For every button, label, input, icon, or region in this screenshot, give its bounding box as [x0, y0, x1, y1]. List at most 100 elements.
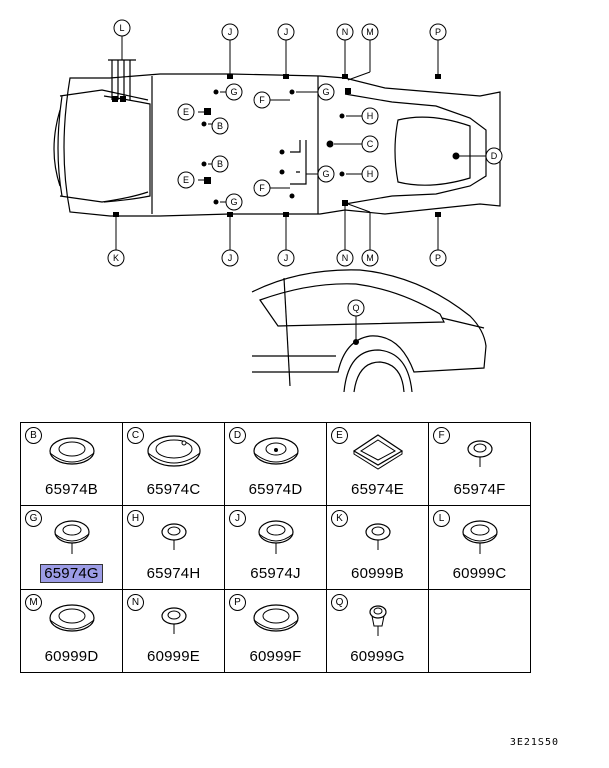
callout-l-top: L: [119, 23, 124, 33]
front-section-line: [53, 95, 151, 203]
callout-d: D: [491, 151, 498, 161]
part-number: 65974G: [21, 563, 122, 583]
part-letter-badge: H: [127, 510, 144, 528]
part-cell[interactable]: N 60999E: [122, 588, 225, 674]
part-letter-badge: J: [229, 510, 246, 528]
grommet-small-icon: [365, 523, 391, 551]
part-number: 60999G: [350, 648, 405, 665]
callout-g-upper-left: G: [230, 87, 237, 97]
side-body-outline: [251, 269, 487, 373]
callout-g-lower-left: G: [230, 197, 237, 207]
part-cell[interactable]: E 65974E: [326, 421, 429, 507]
callout-m-top: M: [366, 27, 374, 37]
part-number: 65974D: [248, 481, 303, 499]
part-letter-badge: N: [127, 593, 144, 611]
part-number: 60999C: [452, 564, 507, 582]
grommet-wide-icon: [253, 604, 299, 632]
part-cell[interactable]: K 60999B: [326, 505, 429, 590]
part-cell[interactable]: P 60999F: [224, 588, 327, 674]
callout-h-upper: H: [367, 111, 374, 121]
part-cell[interactable]: C 65974C: [122, 421, 225, 507]
part-number: 60999B: [351, 564, 404, 582]
side-window-line: [259, 283, 445, 327]
callout-q: Q: [352, 303, 359, 313]
part-number: 65974J: [250, 564, 301, 582]
part-number: 65974F: [453, 481, 506, 499]
part-cell[interactable]: J 65974J: [224, 505, 327, 590]
callout-j-bottom-right: J: [284, 253, 289, 263]
callout-f-lower: F: [259, 183, 265, 193]
part-letter-badge: D: [229, 427, 246, 444]
part-cell[interactable]: M 60999D: [20, 588, 123, 674]
callout-j-bottom-left: J: [228, 253, 233, 263]
grommet-small-icon: [161, 607, 187, 634]
part-letter-badge: Q: [331, 593, 348, 611]
grommet-small-icon: [467, 440, 493, 467]
part-cell[interactable]: B 65974B: [20, 421, 123, 507]
part-letter-badge: G: [25, 510, 42, 528]
part-letter-badge: C: [127, 427, 144, 444]
part-cell[interactable]: L 60999C: [428, 505, 531, 590]
part-cell[interactable]: F 65974F: [428, 421, 531, 507]
callout-c: C: [367, 139, 374, 149]
floor-tunnel-bracket: [290, 140, 307, 185]
callout-e-upper: E: [183, 107, 189, 117]
side-door-line: [283, 277, 291, 387]
callout-k: K: [113, 253, 119, 263]
trunk-lid: [441, 317, 485, 329]
part-number: 65974B: [45, 481, 98, 499]
grommet-domed-icon: [253, 437, 299, 465]
callout-p-top: P: [435, 27, 441, 37]
underbody-outline: [63, 73, 501, 217]
grommet-wide-icon: [49, 604, 95, 632]
callout-n-top: N: [342, 27, 349, 37]
front-harness: [108, 59, 136, 100]
empty-cell: [428, 588, 531, 674]
callout-g-upper-right: G: [322, 87, 329, 97]
part-number: 65974C: [146, 481, 201, 499]
part-letter-badge: B: [25, 427, 42, 444]
rear-wheel-arch-inner: [353, 361, 405, 393]
part-cell[interactable]: H 65974H: [122, 505, 225, 590]
callout-g-lower-right: G: [322, 169, 329, 179]
part-letter-badge: P: [229, 593, 246, 611]
part-number: 65974E: [351, 481, 404, 499]
rear-floor-contour: [344, 93, 487, 205]
grommet-wide-icon: [49, 437, 95, 465]
callout-b-upper: B: [217, 121, 223, 131]
plug-large-icon: [147, 435, 201, 467]
rear-wheel-arch: [343, 349, 413, 393]
part-letter-badge: E: [331, 427, 348, 444]
grommet-small-icon: [161, 523, 187, 551]
callout-f-upper: F: [259, 95, 265, 105]
parts-row: B 65974B C 65974C D 65974D E 65974E F 65974F: [20, 421, 531, 507]
callout-h-lower: H: [367, 169, 374, 179]
part-number: 60999D: [44, 648, 99, 665]
callout-p-bottom: P: [435, 253, 441, 263]
part-cell[interactable]: Q 60999G: [326, 588, 429, 674]
callout-b-lower: B: [217, 159, 223, 169]
document-code: 3E21S50: [509, 737, 559, 748]
part-number: 65974H: [146, 564, 201, 582]
callout-e-lower: E: [183, 175, 189, 185]
part-number: 60999F: [249, 648, 302, 665]
callout-m-bottom: M: [366, 253, 374, 263]
part-letter-badge: L: [433, 510, 450, 528]
callout-j-top-left: J: [228, 27, 233, 37]
grommet-medium-icon: [462, 520, 498, 555]
plug-stem-icon: [369, 605, 387, 636]
part-letter-badge: K: [331, 510, 348, 528]
callout-j-top-right: J: [284, 27, 289, 37]
part-letter-badge: F: [433, 427, 450, 444]
part-cell[interactable]: D 65974D: [224, 421, 327, 507]
parts-row: M 60999D N 60999E P 60999F Q 60999G: [20, 588, 531, 674]
grommet-medium-icon: [258, 520, 294, 555]
plug-square-icon: [352, 434, 404, 470]
spare-wheel-well: [394, 116, 471, 186]
part-number: 60999E: [147, 648, 200, 665]
part-cell[interactable]: G 65974G: [20, 505, 123, 590]
front-bumper-curve: [59, 89, 149, 203]
part-letter-badge: M: [25, 593, 42, 611]
callout-n-bottom: N: [342, 253, 349, 263]
